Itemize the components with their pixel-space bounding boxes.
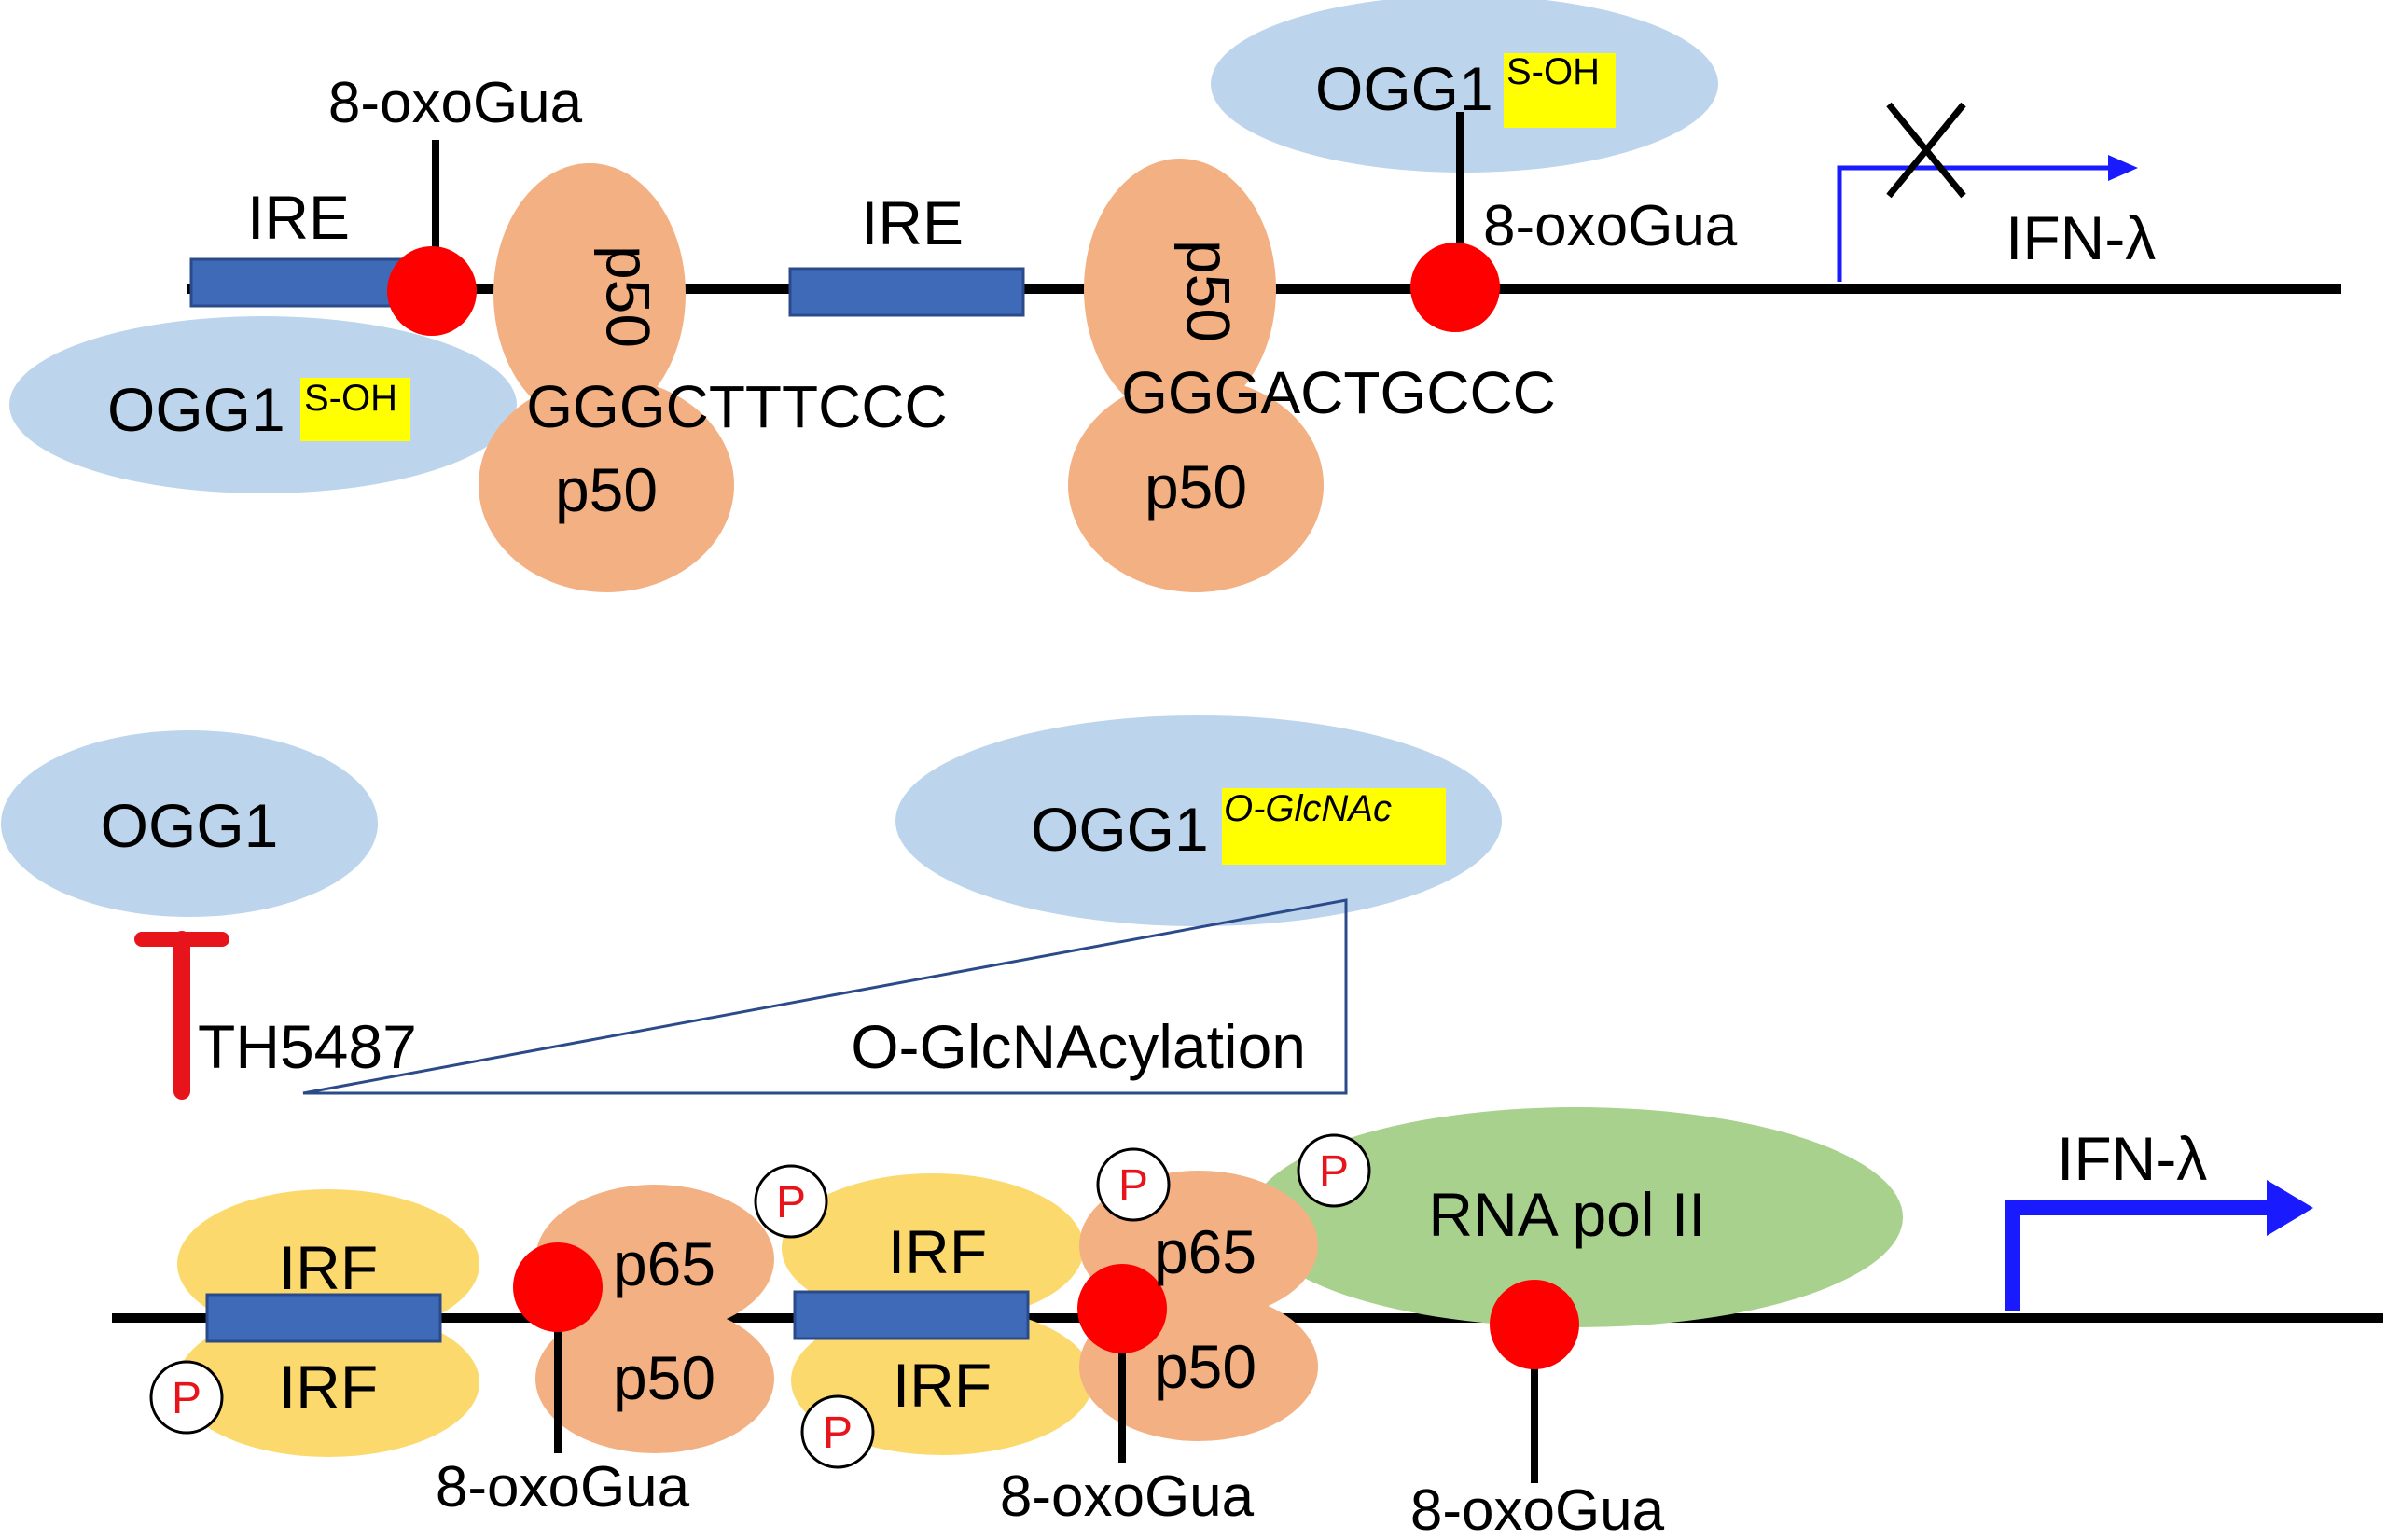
- top-p50-upper-label-1: p50: [594, 245, 663, 348]
- top-ogg1-left-mod: S-OH: [304, 378, 397, 419]
- bottom-p50-label-1: p50: [613, 1343, 715, 1412]
- bottom-ogg1-glc-mod-highlight: [1222, 788, 1446, 865]
- svg-text:P: P: [1118, 1161, 1148, 1211]
- wedge-label: O-GlcNAcylation: [851, 1012, 1306, 1081]
- bottom-irf-bot-1: [177, 1308, 479, 1457]
- top-p50-upper-2: [1084, 159, 1276, 420]
- bottom-8-oxogua-lesion-2: [1077, 1264, 1167, 1353]
- top-p50-lower-label-2: p50: [1145, 452, 1247, 521]
- bottom-panel: OGG1 TH5487 OGG1 O-GlcNAc O-GlcNAcylatio…: [1, 715, 2383, 1540]
- top-ogg1-right-mod: S-OH: [1506, 51, 1600, 92]
- rna-pol-ii-ellipse: [1250, 1107, 1903, 1327]
- o-glcnacylation-wedge: [302, 898, 1348, 1095]
- bottom-p65-label-1: p65: [613, 1229, 715, 1298]
- bottom-irf-top-label-2: IRF: [888, 1217, 987, 1286]
- svg-text:P: P: [1319, 1147, 1349, 1197]
- transcription-start-arrow-icon: [1837, 155, 2138, 282]
- top-lesion-label-1: 8-oxoGua: [328, 71, 583, 135]
- bottom-p50-1: [535, 1304, 774, 1453]
- top-sequence-2: GGGACTGCCC: [1121, 359, 1556, 426]
- bottom-ire-box-1: [205, 1293, 442, 1343]
- bottom-lesion-label-2: 8-oxoGua: [1000, 1464, 1255, 1529]
- top-ogg1-right-ellipse: [1211, 0, 1718, 173]
- phospho-mark-polii: P: [1297, 1133, 1371, 1208]
- top-ire-label-1: IRE: [247, 183, 350, 252]
- bottom-ogg1-free-ellipse: [1, 730, 378, 917]
- svg-text:P: P: [776, 1178, 806, 1228]
- top-p50-lower-2: [1068, 378, 1324, 592]
- inhibition-t-bar-icon: [134, 931, 229, 1100]
- top-ire-box-1: [189, 257, 426, 308]
- top-p50-lower-label-1: p50: [555, 455, 658, 524]
- bottom-8-oxogua-lesion-3: [1490, 1280, 1579, 1369]
- phospho-mark-p65: P: [1096, 1147, 1171, 1222]
- inhibitor-label: TH5487: [198, 1012, 417, 1081]
- bottom-ogg1-glc-ellipse: [895, 715, 1502, 926]
- bottom-transcription-start-arrow-icon: [2005, 1180, 2313, 1311]
- top-lesion-label-2: 8-oxoGua: [1483, 194, 1738, 258]
- bottom-p65-label-2: p65: [1154, 1217, 1256, 1286]
- top-8-oxogua-lesion-1: [387, 246, 477, 336]
- top-ogg1-right-label: OGG1: [1315, 54, 1493, 123]
- bottom-ogg1-free-label: OGG1: [101, 791, 279, 860]
- top-sequence-1: GGGCTTTCCC: [526, 373, 948, 440]
- top-ogg1-left-label: OGG1: [107, 375, 285, 444]
- bottom-irf-top-2: [782, 1173, 1084, 1323]
- top-gene-label: IFN-λ: [2005, 203, 2156, 272]
- bottom-p50-label-2: p50: [1154, 1332, 1256, 1401]
- bottom-ogg1-glc-mod: O-GlcNAc: [1224, 788, 1392, 829]
- bottom-ire-box-2: [793, 1290, 1030, 1340]
- phospho-mark-irf-2: P: [754, 1164, 828, 1239]
- bottom-ogg1-glc-label: OGG1: [1031, 795, 1209, 864]
- top-ogg1-right-mod-highlight: [1504, 53, 1616, 128]
- top-p50-upper-1: [493, 163, 686, 424]
- bottom-lesion-label-3: 8-oxoGua: [1410, 1478, 1665, 1540]
- bottom-8-oxogua-lesion-1: [513, 1242, 603, 1332]
- top-ogg1-left-mod-highlight: [300, 378, 410, 441]
- blocked-x-icon: [1886, 102, 1966, 199]
- top-ire-label-2: IRE: [861, 188, 964, 257]
- bottom-lesion-label-1: 8-oxoGua: [436, 1455, 690, 1519]
- top-p50-upper-label-2: p50: [1174, 240, 1243, 342]
- phospho-mark-irf-3: P: [800, 1394, 875, 1469]
- bottom-gene-label: IFN-λ: [2057, 1124, 2207, 1193]
- top-8-oxogua-lesion-2: [1410, 243, 1500, 332]
- top-p50-lower-1: [479, 378, 734, 592]
- rna-pol-ii-label: RNA pol II: [1428, 1180, 1705, 1249]
- svg-text:P: P: [823, 1408, 853, 1458]
- svg-text:P: P: [172, 1374, 201, 1423]
- top-ire-box-2: [788, 267, 1025, 317]
- top-panel: 8-oxoGua 8-oxoGua IRE IRE p50 p50 p50 p5…: [9, 0, 2341, 592]
- bottom-irf-bot-label-1: IRF: [279, 1353, 378, 1422]
- bottom-irf-bot-label-2: IRF: [893, 1351, 992, 1420]
- top-ogg1-left-ellipse: [9, 316, 517, 493]
- phospho-mark-irf-1: P: [149, 1360, 224, 1435]
- bottom-irf-top-label-1: IRF: [279, 1233, 378, 1302]
